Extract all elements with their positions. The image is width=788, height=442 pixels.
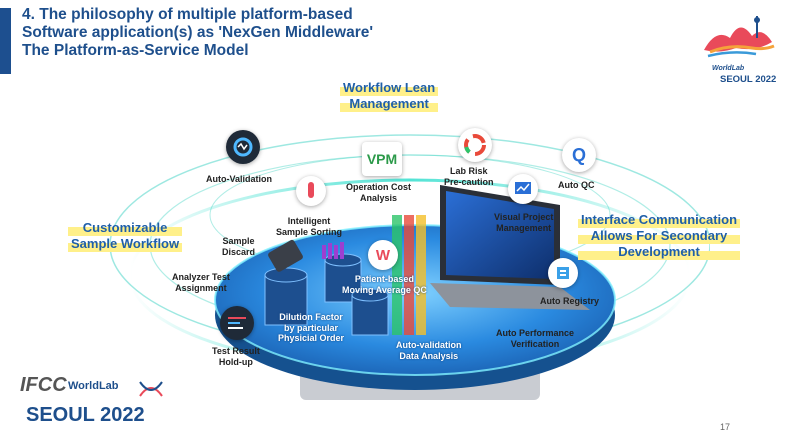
heading-workflow-lean-line1: Workflow Lean [340,80,439,96]
label-analyzer-test-line1: Analyzer Test [172,272,230,282]
slide-title: 4. The philosophy of multiple platform-b… [22,6,373,60]
heading-customizable-line1: Customizable [68,220,183,236]
label-auto-performance-line2: Verification [510,338,560,349]
logo-worldlab-text: WorldLab [712,65,745,72]
label-patient-moving-average-line1: Patient-based [354,274,414,284]
heading-interface-line3: Development [578,244,741,260]
label-intelligent-sorting: Intelligent Sample Sorting [276,216,342,237]
platform-diagram [109,134,710,400]
label-auto-performance-line1: Auto Performance [496,328,575,338]
label-lab-risk-line2: Pre-caution [444,176,494,187]
label-auto-validation-data-line1: Auto-validation [396,340,462,350]
lab-risk-icon [458,128,492,162]
label-sample-discard-line2: Discard [222,246,256,257]
vpm-icon-text: VPM [366,151,398,167]
auto-validation-icon [226,130,260,164]
label-intelligent-sorting-line1: Intelligent [287,216,331,226]
label-intelligent-sorting-line2: Sample Sorting [276,226,343,237]
logo-bottom-worldlab-text: WorldLab [68,380,119,392]
seoul-skyline-icon [704,16,775,58]
page-number: 17 [719,422,730,432]
auto-qc-icon-text: Q [571,144,586,165]
vpm-icon: VPM [362,142,402,176]
label-auto-validation: Auto-Validation [206,174,272,184]
label-auto-qc: Auto QC [558,180,595,190]
label-test-result-holdup-line1: Test Result [212,346,260,356]
label-operation-cost: Operation Cost Analysis [346,182,411,203]
title-line-1: 4. The philosophy of multiple platform-b… [22,6,353,23]
label-dilution-factor-line2: by particular [284,322,339,333]
label-patient-moving-average: Patient-based Moving Average QC [342,274,427,295]
auto-qc-icon: Q [562,138,596,172]
dna-helix-icon [139,381,163,397]
title-line-3: The Platform-as-Service Model [22,42,249,59]
logo-bottom-seoul-text: SEOUL 2022 [26,404,145,426]
test-result-holdup-icon [220,306,254,340]
heading-customizable: Customizable Sample Workflow [68,220,183,252]
label-auto-validation-data-line2: Data Analysis [399,350,459,361]
label-dilution-factor-line1: Dilution Factor [279,312,343,322]
heading-interface-line2: Allows For Secondary [578,228,741,244]
label-auto-registry: Auto Registry [540,296,600,306]
label-sample-discard: Sample Discard [222,236,255,257]
ifcc-logo-bottom: IFCC WorldLab SEOUL 2022 [20,372,170,432]
auto-registry-icon [548,258,578,288]
label-lab-risk-line1: Lab Risk [450,166,488,176]
logo-ifcc-text: IFCC [20,374,67,396]
label-analyzer-test-line2: Assignment [175,282,227,293]
label-visual-project: Visual Project Management [494,212,553,233]
label-dilution-factor-line3: Physicial Order [278,333,345,343]
label-auto-performance: Auto Performance Verification [496,328,574,349]
label-analyzer-test: Analyzer Test Assignment [172,272,230,293]
heading-interface: Interface Communication Allows For Secon… [578,212,741,260]
label-lab-risk: Lab Risk Pre-caution [444,166,494,187]
ifcc-logo-top: WorldLab SEOUL 2022 [696,8,778,85]
logo-seoul-text: SEOUL 2022 [720,74,777,85]
heading-customizable-line2: Sample Workflow [68,236,183,252]
label-sample-discard-line1: Sample [222,236,255,246]
label-auto-validation-data: Auto-validation Data Analysis [396,340,462,361]
label-test-result-holdup-line2: Hold-up [218,356,253,367]
label-visual-project-line1: Visual Project [494,212,554,222]
heading-workflow-lean-line2: Management [340,96,439,112]
label-test-result-holdup: Test Result Hold-up [212,346,260,367]
heading-workflow-lean: Workflow Lean Management [340,80,439,112]
label-visual-project-line2: Management [496,222,552,233]
visual-project-icon [508,174,538,204]
moving-average-icon: W [368,240,398,270]
label-operation-cost-line1: Operation Cost [346,182,412,192]
label-patient-moving-average-line2: Moving Average QC [342,284,427,295]
label-operation-cost-line2: Analysis [359,192,398,203]
heading-interface-line1: Interface Communication [578,212,741,228]
sample-tube-icon [296,176,326,206]
title-line-2: Software application(s) as 'NexGen Middl… [22,24,374,41]
label-dilution-factor: Dilution Factor by particular Physicial … [278,312,344,344]
title-accent-bar [0,8,11,74]
